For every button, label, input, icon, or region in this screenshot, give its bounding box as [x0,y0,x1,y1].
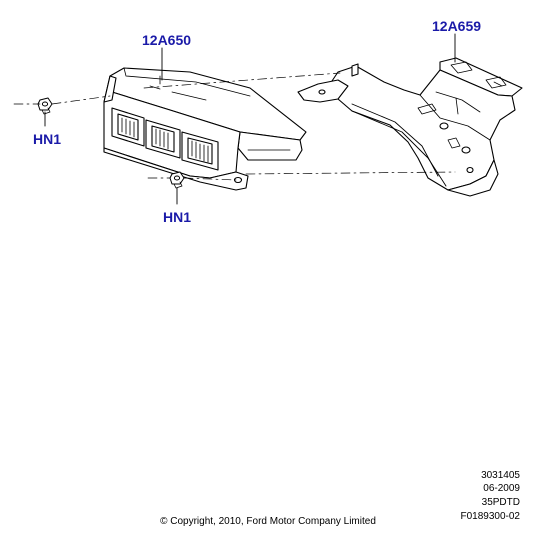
callout-12A650[interactable]: 12A650 [142,32,192,48]
callout-12A659[interactable]: 12A659 [432,18,482,34]
reference-date: 06-2009 [483,483,520,494]
callout-HN1-left[interactable]: HN1 [33,131,62,147]
callout-HN1-bottom[interactable]: HN1 [163,209,192,225]
assembly-lines [13,72,456,181]
nut-bottom[interactable] [169,171,185,189]
reference-number: 3031405 [481,470,520,481]
engine-control-module[interactable] [103,67,307,191]
leader-lines [44,33,456,205]
figure-number: F0189300-02 [460,511,521,522]
copyright-notice: © Copyright, 2010, Ford Motor Company Li… [160,516,376,527]
reference-code: 35PDTD [481,497,520,508]
connector-2 [145,119,181,159]
mounting-bracket[interactable] [297,57,523,197]
connector-3 [181,131,219,171]
connector-1 [111,107,145,147]
